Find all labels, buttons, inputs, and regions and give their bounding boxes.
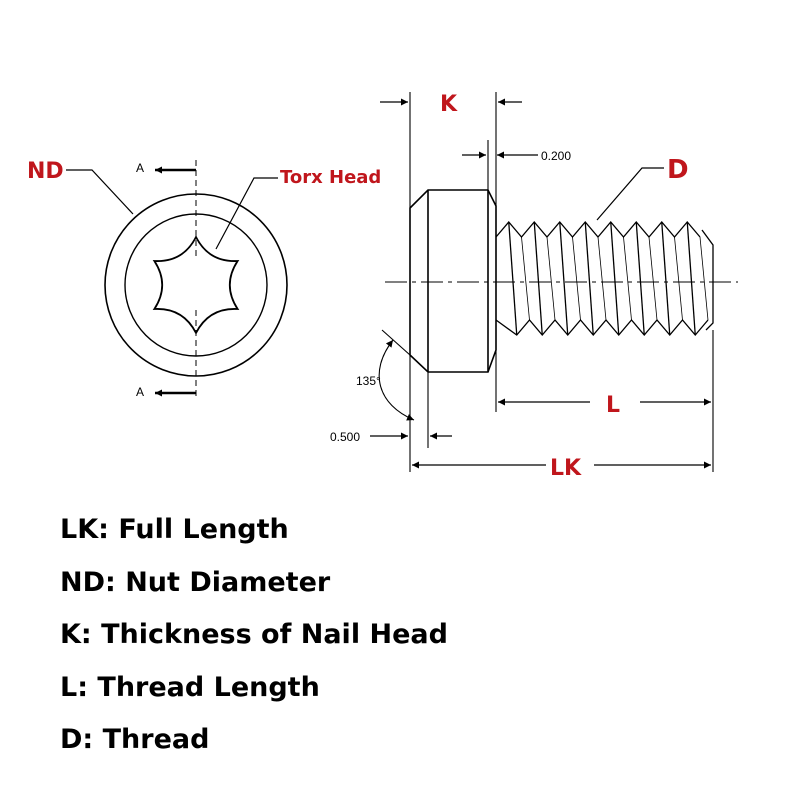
thread-crest-line: [686, 221, 696, 336]
screw-technical-drawing: ND Torx Head A A: [27, 92, 738, 481]
d-label: D: [667, 155, 689, 185]
torx-leader: [215, 177, 278, 250]
thread-crest-line: [635, 221, 645, 336]
thread-root-line: [521, 236, 530, 321]
thread-crest-line: [661, 221, 671, 336]
angle-ext-line: [381, 329, 411, 356]
thread-root-line: [699, 236, 709, 321]
l-label: L: [606, 393, 620, 418]
front-view: [66, 160, 288, 398]
thread-top-edge: [495, 220, 701, 239]
legend-item-l: L: Thread Length: [60, 671, 320, 703]
thread-root-line: [597, 236, 607, 321]
dim-0500-label: 0.500: [330, 430, 360, 444]
thread-root-line: [546, 236, 556, 321]
thread-crest-line: [559, 221, 569, 336]
legend-list: LK: Full Length ND: Nut Diameter K: Thic…: [60, 510, 448, 773]
thread-root-line: [648, 236, 658, 321]
legend-item-d: D: Thread: [60, 724, 210, 755]
lk-label: LK: [550, 456, 582, 481]
section-label-bottom: A: [136, 385, 144, 399]
legend-item-k: K: Thickness of Nail Head: [60, 619, 448, 650]
torx-head-label: Torx Head: [280, 167, 381, 188]
d-leader: [596, 167, 664, 221]
k-label: K: [440, 92, 458, 117]
legend-item-nd: ND: Nut Diameter: [60, 566, 331, 598]
angle-arc: [378, 339, 415, 421]
thread-root-line: [674, 236, 683, 321]
thread-crest-line: [533, 221, 543, 336]
side-view: [370, 92, 738, 472]
dim-0200-label: 0.200: [541, 149, 571, 163]
section-label-top: A: [136, 161, 144, 175]
thread-root-line: [572, 236, 581, 321]
thread-crest-line: [610, 221, 620, 336]
screw-head: [409, 189, 497, 373]
nd-label: ND: [27, 159, 64, 184]
thread-tip-chamfer: [701, 229, 714, 331]
legend-item-lk: LK: Full Length: [60, 514, 289, 545]
thread-root-line: [623, 236, 632, 321]
nd-leader: [66, 169, 134, 215]
thread-crest-line: [584, 221, 594, 336]
thread-bottom-edge: [495, 318, 709, 337]
thread-profile: [495, 220, 714, 337]
angle-135-label: 135°: [356, 374, 381, 388]
thread-crest-line: [508, 221, 518, 336]
